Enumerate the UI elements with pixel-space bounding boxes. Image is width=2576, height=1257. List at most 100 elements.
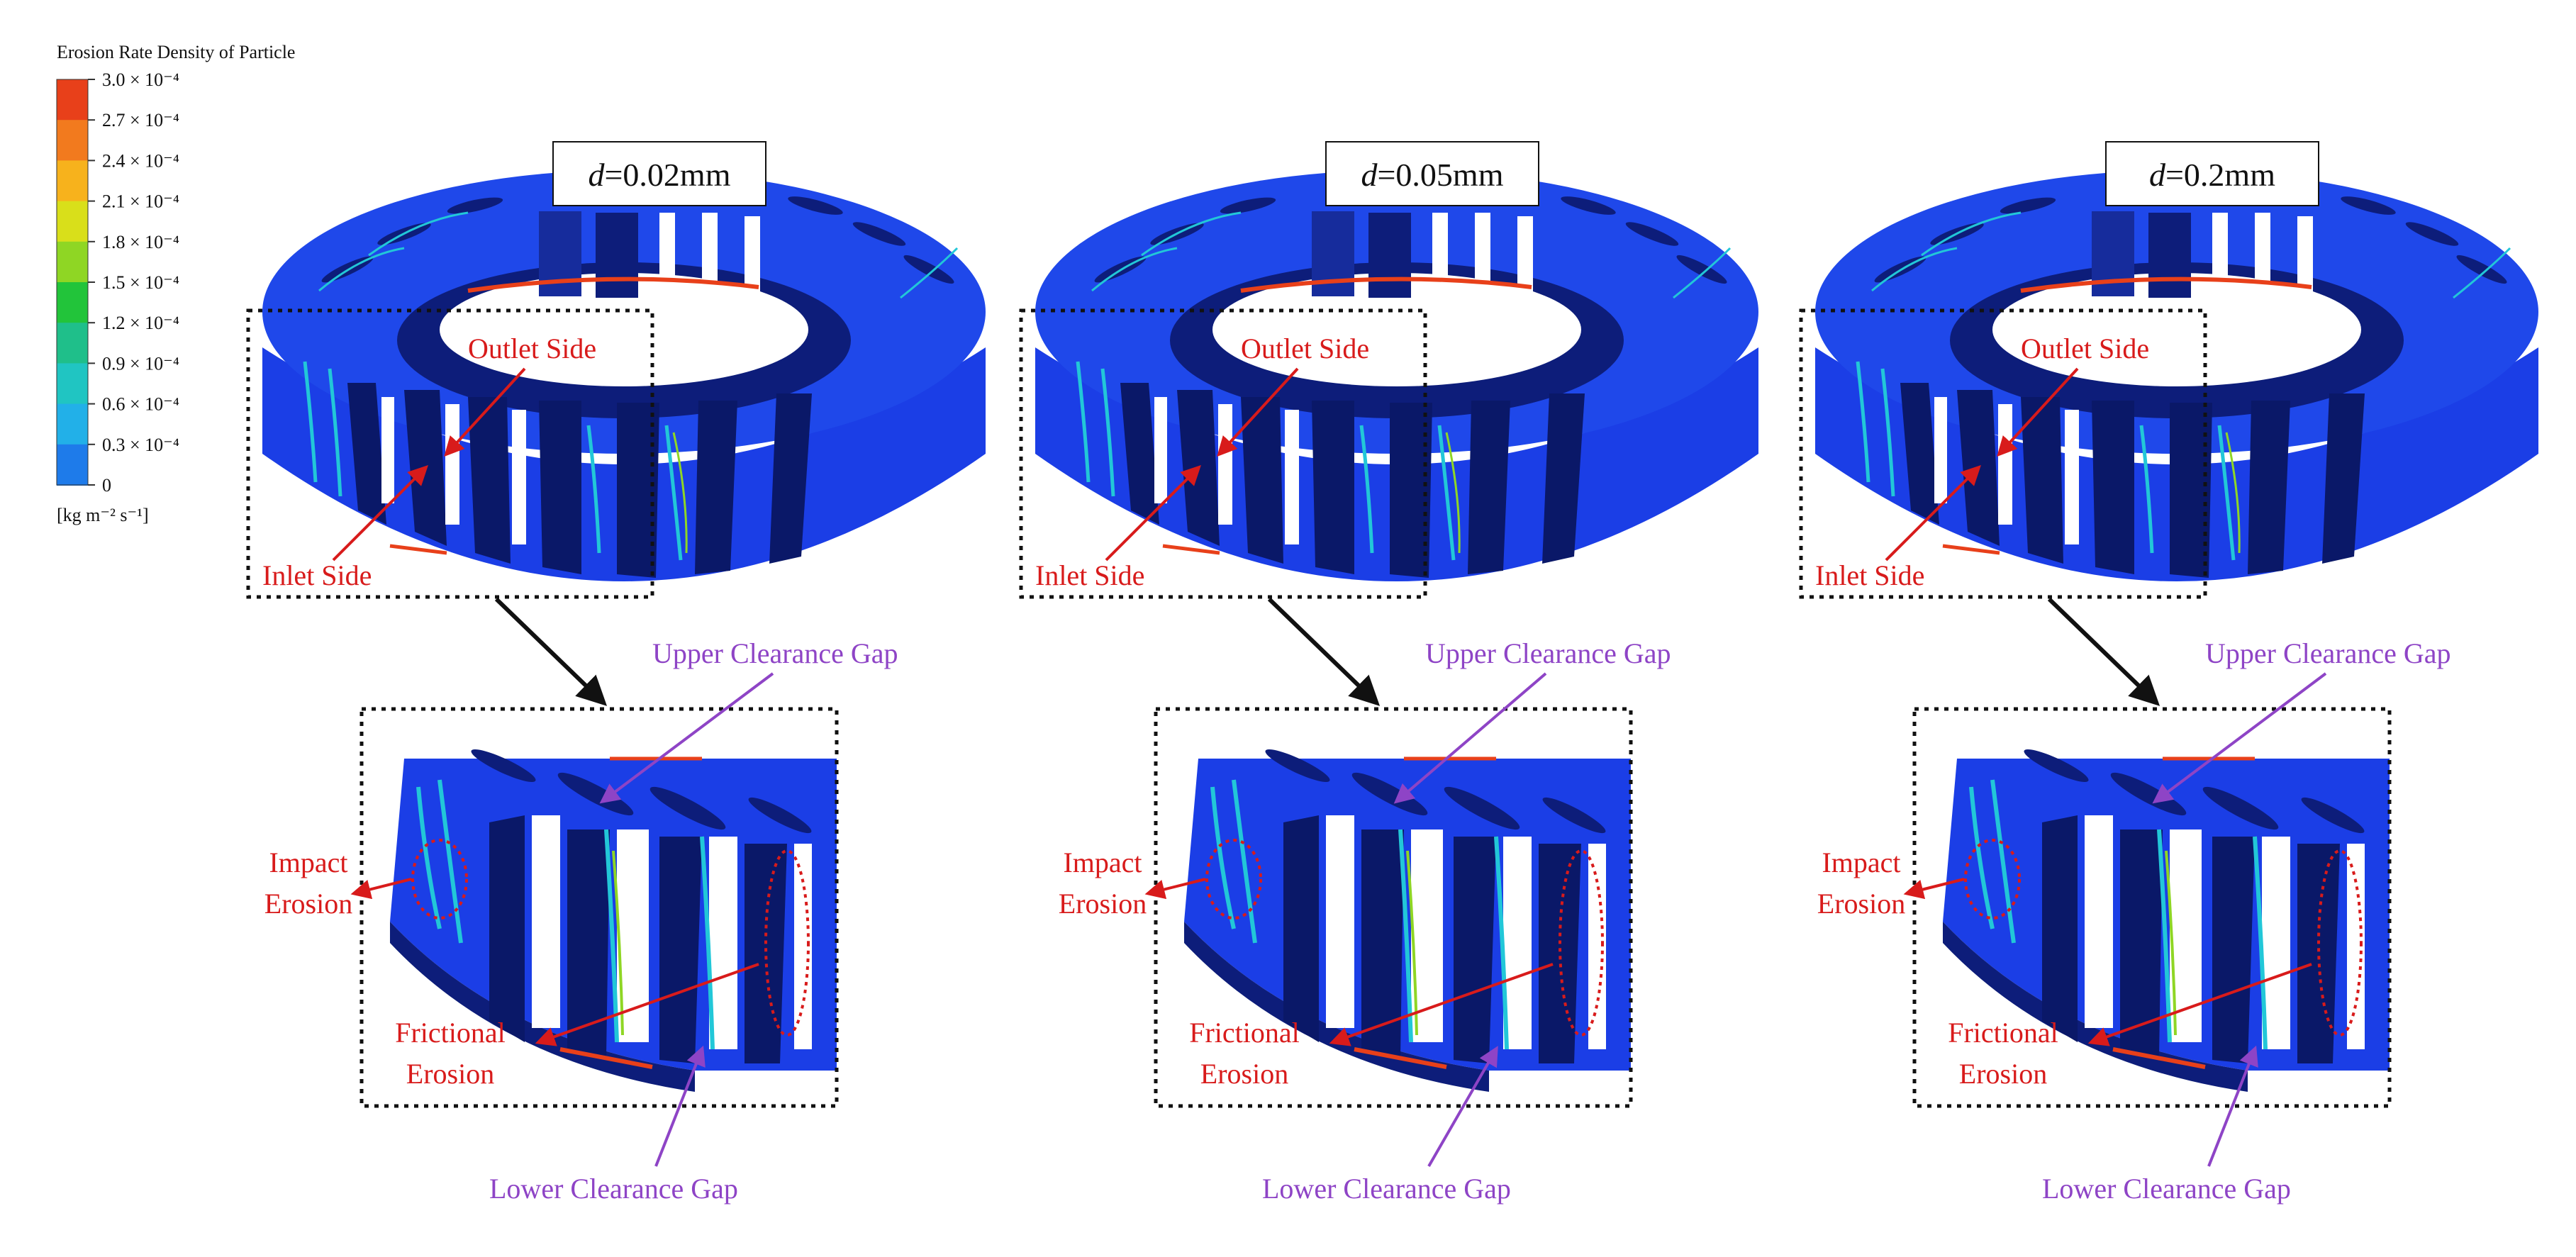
frictional-erosion-line1: Frictional — [395, 1017, 506, 1049]
lower-gap-arrow — [1427, 1046, 1498, 1167]
outlet-arrow — [444, 367, 526, 457]
inlet-arrow — [332, 465, 428, 562]
lower-gap-arrow — [2207, 1045, 2258, 1167]
frictional-zone — [764, 849, 810, 1037]
ring-model — [1035, 170, 1758, 581]
impact-erosion-line2: Erosion — [1059, 888, 1147, 920]
impact-erosion-line2: Erosion — [264, 888, 352, 920]
impact-erosion-line2: Erosion — [1817, 888, 1905, 920]
diameter-symbol: d — [2149, 157, 2166, 193]
upper-gap-arrow — [2152, 672, 2327, 804]
colorbar-segment — [57, 79, 88, 121]
inlet-side-label: Inlet Side — [1035, 559, 1144, 591]
impact-arrow — [350, 878, 412, 900]
frictional-arrow — [535, 963, 759, 1046]
inlet-side-label: Inlet Side — [262, 559, 372, 591]
frictional-arrow — [2087, 963, 2312, 1046]
svg-text:d=0.2mm: d=0.2mm — [2149, 157, 2275, 193]
diameter-label: d=0.05mm — [1325, 141, 1539, 206]
colorbar-tick-label: 1.2 × 10⁻⁴ — [102, 313, 179, 333]
colorbar-tick-label: 3.0 × 10⁻⁴ — [102, 69, 179, 90]
impact-arrow — [1903, 878, 1965, 900]
colorbar-segment — [57, 403, 88, 445]
colorbar-tick-label: 2.7 × 10⁻⁴ — [102, 110, 179, 130]
impact-zone — [1964, 839, 2021, 920]
colorbar-swatches — [56, 79, 89, 486]
diameter-label: d=0.2mm — [2105, 141, 2319, 206]
impact-erosion-line1: Impact — [1822, 847, 1900, 878]
outlet-side-label: Outlet Side — [2021, 333, 2149, 364]
lower-gap-label: Lower Clearance Gap — [2042, 1173, 2291, 1205]
colorbar-tick-label: 0 — [102, 475, 111, 496]
svg-text:d=0.02mm: d=0.02mm — [588, 157, 730, 193]
upper-gap-arrow — [1393, 672, 1547, 804]
frictional-erosion-line2: Erosion — [406, 1058, 494, 1090]
inlet-arrow — [1885, 465, 1981, 562]
colorbar-tick-label: 2.4 × 10⁻⁴ — [102, 150, 179, 171]
colorbar-unit: [kg m⁻² s⁻¹] — [57, 505, 149, 525]
impact-erosion-line1: Impact — [1063, 847, 1142, 878]
outlet-side-label: Outlet Side — [1241, 333, 1369, 364]
colorbar-tick-label: 1.8 × 10⁻⁴ — [102, 232, 179, 252]
selection-box — [246, 308, 654, 599]
diameter-value: =0.2mm — [2165, 157, 2275, 193]
colorbar-segment — [57, 241, 88, 283]
zoom-arrow — [2047, 597, 2160, 706]
upper-gap-arrow — [599, 672, 774, 804]
inlet-side-label: Inlet Side — [1815, 559, 1924, 591]
frictional-arrow — [1329, 963, 1554, 1046]
lower-gap-arrow — [654, 1045, 706, 1167]
upper-gap-label: Upper Clearance Gap — [652, 637, 898, 669]
outlet-arrow — [1217, 367, 1299, 457]
inlet-arrow — [1105, 465, 1201, 562]
colorbar-tick-label: 2.1 × 10⁻⁴ — [102, 191, 179, 212]
colorbar-segment — [57, 444, 88, 486]
impact-erosion-line1: Impact — [269, 847, 347, 878]
ring-model — [1815, 170, 2538, 581]
upper-gap-label: Upper Clearance Gap — [1425, 637, 1671, 669]
frictional-erosion-line1: Frictional — [1189, 1017, 1300, 1049]
outlet-side-label: Outlet Side — [468, 333, 596, 364]
colorbar-segment — [57, 160, 88, 202]
outlet-arrow — [1997, 367, 2079, 457]
colorbar-segment — [57, 201, 88, 242]
colorbar-segment — [57, 363, 88, 405]
zoom-arrow — [1267, 597, 1381, 706]
colorbar-ticks: 3.0 × 10⁻⁴ 2.7 × 10⁻⁴ 2.4 × 10⁻⁴ 2.1 × 10⁻⁴… — [88, 69, 179, 496]
impact-zone — [411, 839, 468, 920]
zoom-arrow — [494, 597, 608, 706]
colorbar-segment — [57, 323, 88, 364]
impact-arrow — [1144, 878, 1206, 900]
impact-zone — [1205, 839, 1262, 920]
colorbar: Erosion Rate Density of Particle 3.0 × 1… — [56, 42, 295, 525]
frictional-erosion-line2: Erosion — [1200, 1058, 1288, 1090]
diameter-value: =0.05mm — [1377, 157, 1503, 193]
upper-gap-label: Upper Clearance Gap — [2205, 637, 2450, 669]
diameter-value: =0.02mm — [604, 157, 730, 193]
colorbar-tick-label: 0.9 × 10⁻⁴ — [102, 353, 179, 374]
lower-gap-label: Lower Clearance Gap — [1262, 1173, 1511, 1205]
lower-gap-label: Lower Clearance Gap — [489, 1173, 738, 1205]
colorbar-tick-label: 1.5 × 10⁻⁴ — [102, 272, 179, 293]
colorbar-tick-label: 0.6 × 10⁻⁴ — [102, 394, 179, 415]
ring-model — [262, 170, 986, 581]
colorbar-segment — [57, 120, 88, 162]
svg-text:d=0.05mm: d=0.05mm — [1361, 157, 1503, 193]
diameter-symbol: d — [588, 157, 605, 193]
colorbar-tick-label: 0.3 × 10⁻⁴ — [102, 435, 179, 455]
frictional-erosion-line2: Erosion — [1959, 1058, 2047, 1090]
selection-box — [1019, 308, 1427, 599]
diameter-symbol: d — [1361, 157, 1378, 193]
selection-box — [1799, 308, 2207, 599]
frictional-erosion-line1: Frictional — [1948, 1017, 2058, 1049]
